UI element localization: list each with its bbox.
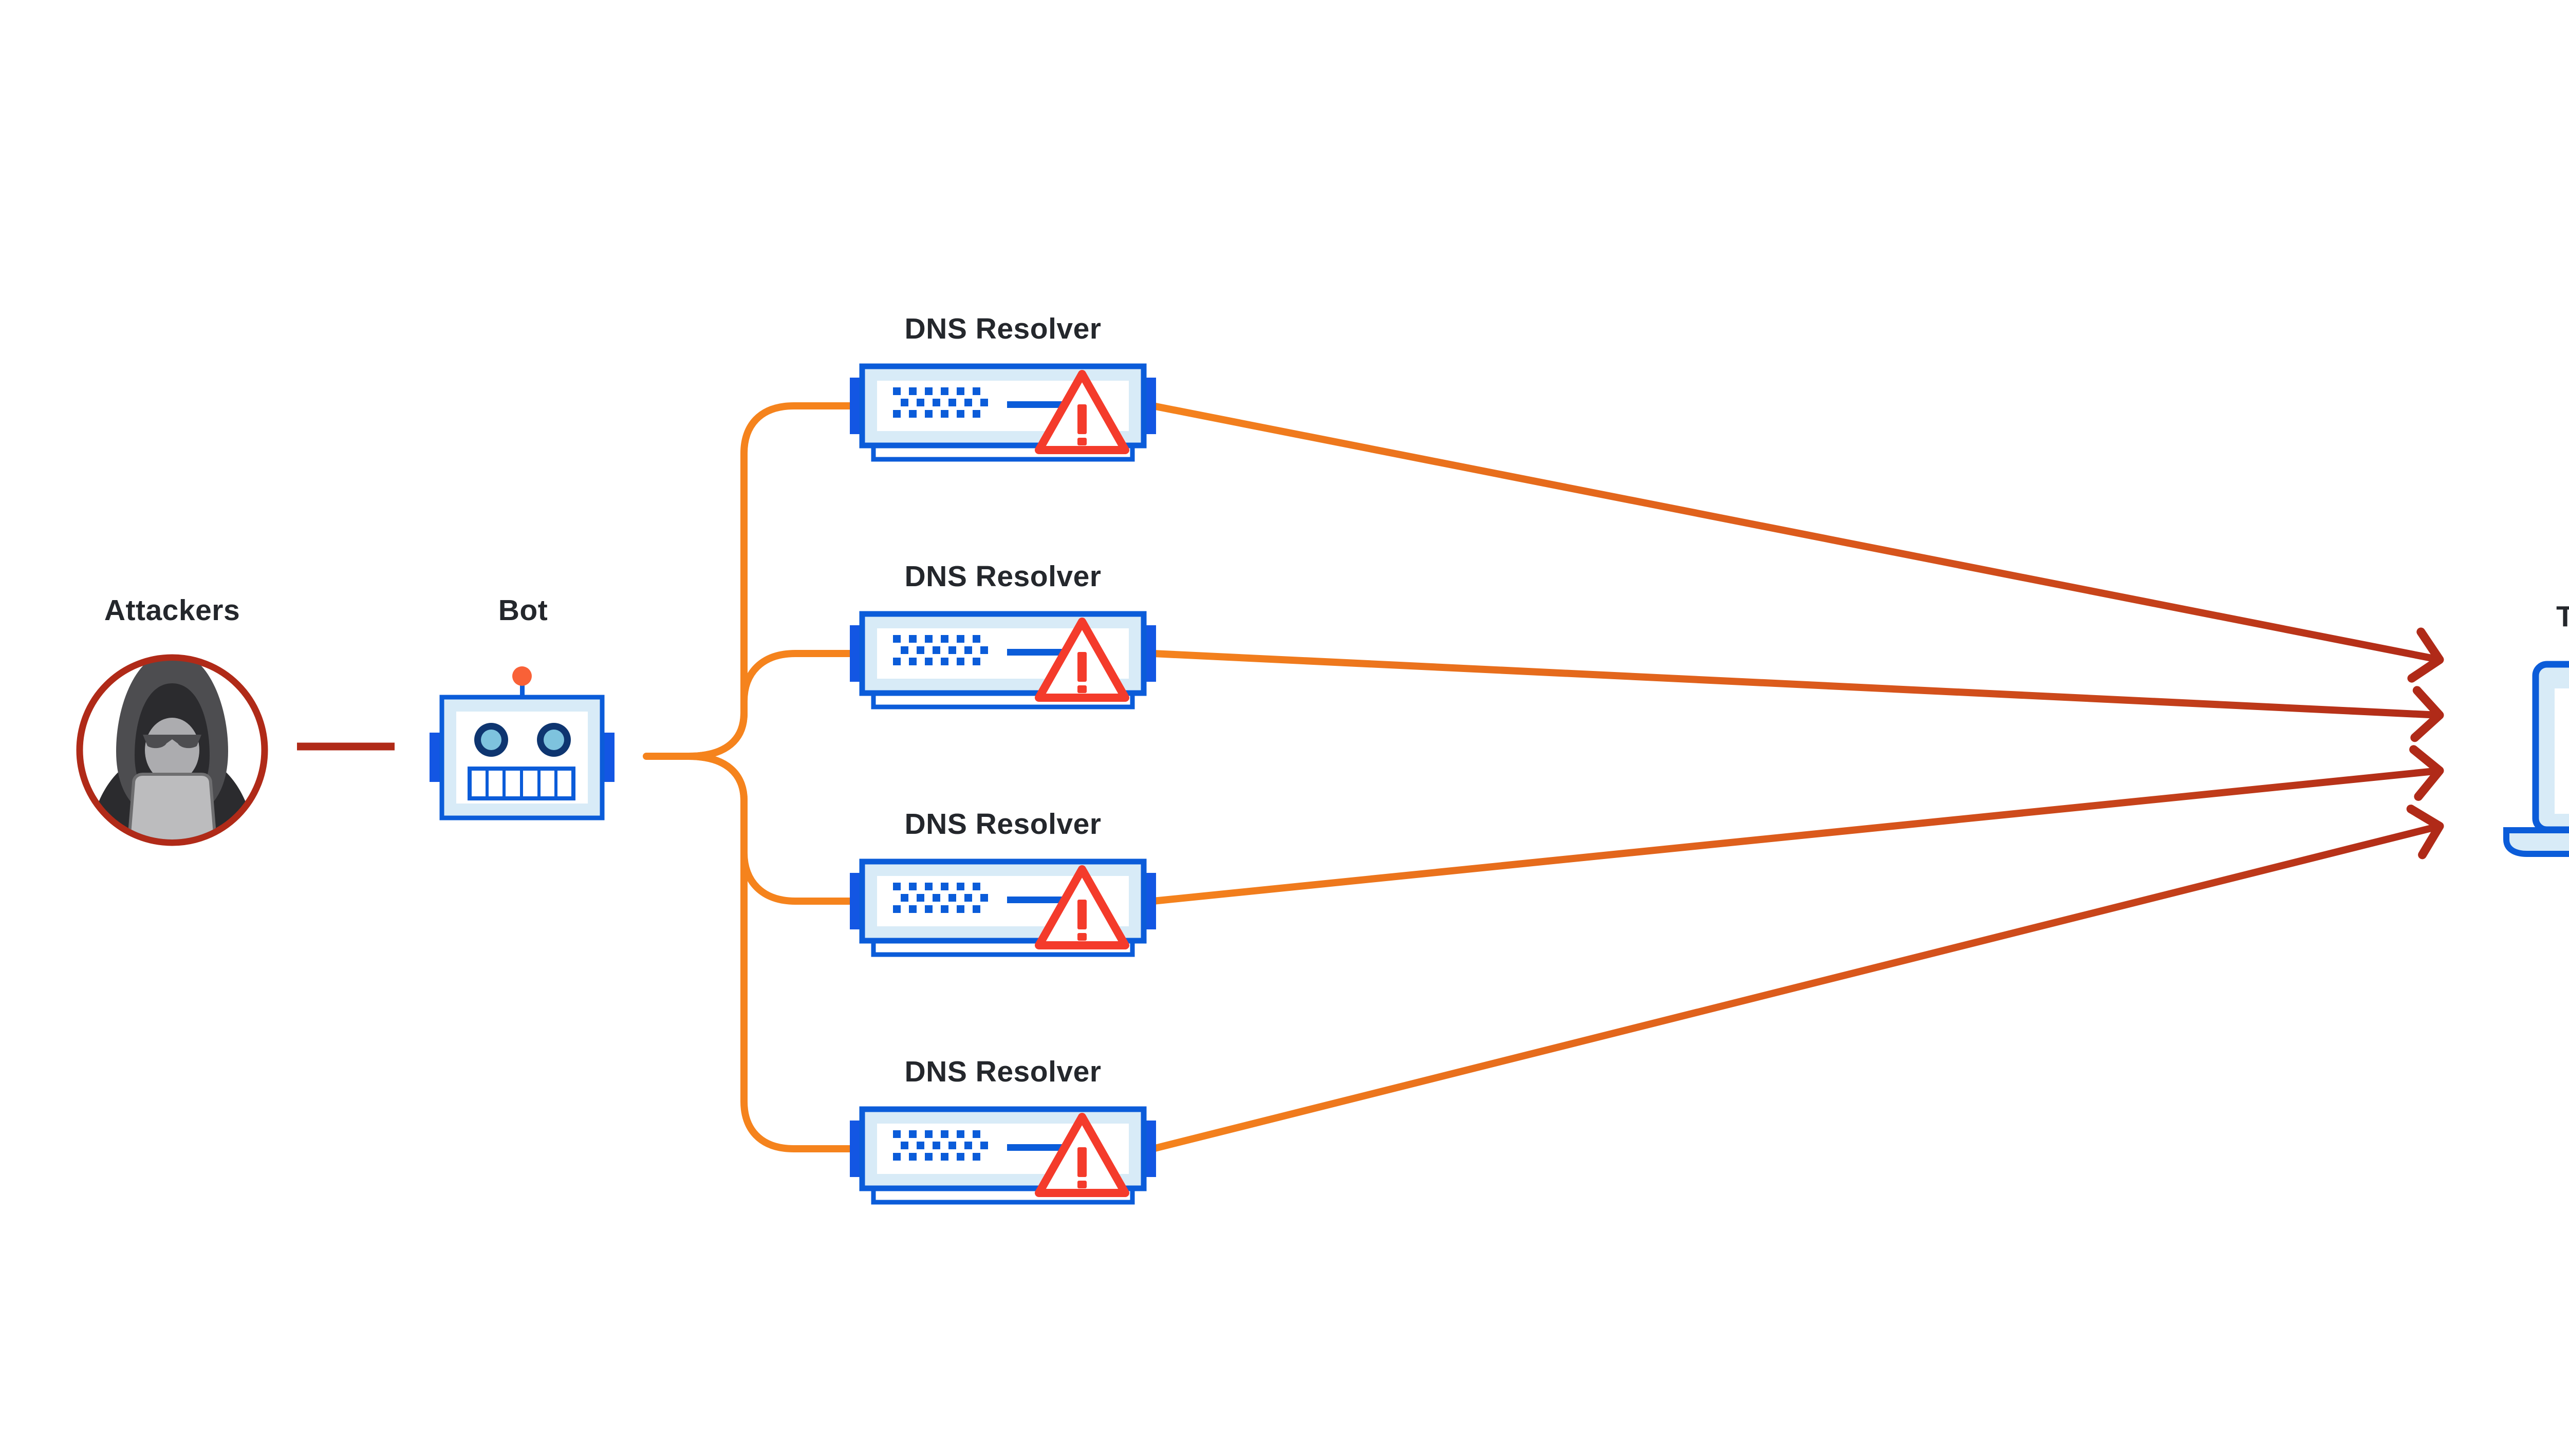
bot-icon: [430, 666, 615, 820]
dns-resolver-icon-4: [850, 1109, 1156, 1202]
bot-antenna-ball: [512, 666, 532, 686]
tree-branch-2: [685, 650, 857, 760]
attack-line-3: [1149, 767, 2443, 905]
dns-resolver-label-3: DNS Resolver: [904, 808, 1102, 841]
victim-laptop-icon: [2503, 661, 2569, 857]
bot-right-pupil: [544, 730, 564, 750]
bot-mouth: [468, 767, 575, 800]
dns-resolver-label-1: DNS Resolver: [904, 312, 1102, 345]
hacker-laptop: [126, 773, 218, 839]
tree-branch-1: [643, 402, 857, 760]
targeted-victim-label: Targeted Victim: [2556, 600, 2569, 633]
arrowhead-icon: [2407, 627, 2444, 683]
dns-resolver-label-4: DNS Resolver: [904, 1055, 1102, 1088]
hacker-face: [145, 718, 199, 782]
arrowheads: [2406, 627, 2444, 860]
laptop-screen: [2555, 688, 2569, 814]
resolver-victim-lines: [1149, 402, 2443, 1152]
bot-label: Bot: [498, 594, 548, 627]
arrowhead-icon: [2406, 805, 2444, 860]
tree-branch-4: [685, 753, 857, 1152]
attack-line-2: [1149, 650, 2443, 719]
attack-line-4: [1149, 823, 2443, 1152]
dns-resolver-icon-3: [850, 862, 1156, 955]
arrowhead-icon: [2410, 686, 2444, 742]
hacker-sunglasses: [143, 735, 201, 749]
attackers-label: Attackers: [104, 594, 240, 627]
bot-resolver-tree: [643, 402, 857, 1152]
attacker-icon: [76, 654, 268, 846]
bot-antenna-stem: [520, 685, 525, 699]
bot-left-pupil: [481, 730, 501, 750]
tree-branch-3: [685, 753, 857, 905]
bot-eyes: [474, 723, 571, 757]
dns-resolver-icon-2: [850, 614, 1156, 707]
arrowhead-icon: [2409, 745, 2444, 801]
attack-line-1: [1149, 402, 2443, 663]
dns-resolver-icon-1: [850, 366, 1156, 459]
laptop-base: [2503, 827, 2569, 857]
dns-resolver-label-2: DNS Resolver: [904, 560, 1102, 593]
